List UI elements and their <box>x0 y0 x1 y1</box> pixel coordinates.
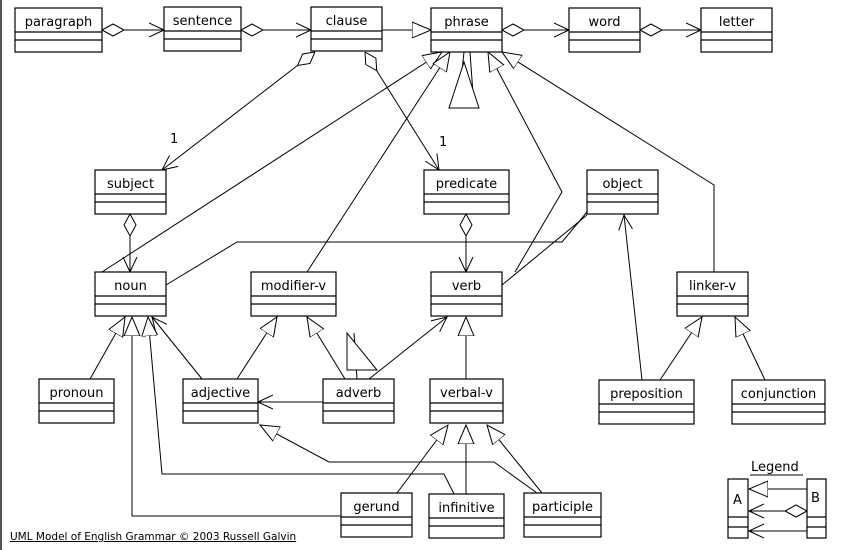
class-box-object[interactable]: object <box>586 169 659 215</box>
class-box-predicate[interactable]: predicate <box>423 169 510 215</box>
multiplicity-subject: 1 <box>170 132 178 147</box>
class-name: pronoun <box>50 386 104 401</box>
class-box-paragraph[interactable]: paragraph <box>14 7 103 53</box>
class-box-adverb[interactable]: adverb <box>322 378 395 424</box>
legend-box-b: B <box>806 478 827 539</box>
class-name: adjective <box>191 386 250 401</box>
class-name: predicate <box>436 177 497 192</box>
class-name: verbal-v <box>440 386 493 401</box>
class-box-linker-v[interactable]: linker-v <box>676 271 749 317</box>
class-box-sentence[interactable]: sentence <box>163 6 242 52</box>
class-name: letter <box>719 15 755 30</box>
class-box-clause[interactable]: clause <box>310 6 383 52</box>
edge-noun-object <box>165 212 587 286</box>
class-name: adverb <box>336 386 382 401</box>
class-name: phrase <box>444 15 489 30</box>
class-name: word <box>589 15 621 30</box>
class-box-pronoun[interactable]: pronoun <box>38 378 115 424</box>
edge-gerund-verbal <box>396 425 448 494</box>
edge-adverb-verb <box>368 317 447 380</box>
class-box-word[interactable]: word <box>568 7 641 53</box>
class-name: clause <box>326 14 368 29</box>
class-name: noun <box>114 279 147 294</box>
edge-noun-phrase <box>101 52 442 273</box>
class-name: paragraph <box>25 15 93 30</box>
edge-verb-object <box>501 214 588 286</box>
class-name: participle <box>532 500 593 515</box>
edge-participle-verbal <box>487 425 543 494</box>
edge-infinitive-noun <box>148 317 455 495</box>
class-box-noun[interactable]: noun <box>94 271 167 317</box>
legend-title: Legend <box>751 460 799 475</box>
edge-gerund-noun <box>132 317 341 517</box>
class-name: sentence <box>173 14 233 29</box>
edge-linker-phrase <box>502 52 715 272</box>
class-box-phrase[interactable]: phrase <box>430 7 503 53</box>
class-box-conjunction[interactable]: conjunction <box>731 379 826 425</box>
multiplicity-predicate: 1 <box>439 135 447 150</box>
edge-adjective-noun <box>152 317 203 380</box>
class-box-participle[interactable]: participle <box>523 492 602 538</box>
edge-conjunction-linker <box>735 317 766 381</box>
edge-participle-adjective <box>260 425 538 494</box>
edge-clause-subject <box>162 52 315 170</box>
class-box-letter[interactable]: letter <box>700 7 773 53</box>
edge-clause-predicate <box>365 52 439 170</box>
class-name: subject <box>107 177 154 192</box>
edge-modifier-phrase <box>306 52 450 273</box>
class-name: conjunction <box>741 387 816 402</box>
class-box-verb[interactable]: verb <box>430 271 503 317</box>
phrase-self-triangle <box>448 60 480 109</box>
class-name: infinitive <box>438 501 494 516</box>
edge-adjective-modifier <box>236 317 277 380</box>
legend-label-a: A <box>733 493 742 508</box>
legend-box-a: A <box>727 478 749 539</box>
class-name: preposition <box>610 387 683 402</box>
class-name: object <box>602 177 642 192</box>
class-box-infinitive[interactable]: infinitive <box>428 493 505 539</box>
class-box-preposition[interactable]: preposition <box>598 379 695 425</box>
class-name: linker-v <box>689 279 736 294</box>
edge-verb-phrase <box>488 52 563 273</box>
class-box-modifier-v[interactable]: modifier-v <box>250 271 337 317</box>
class-box-verbal-v[interactable]: verbal-v <box>429 378 504 424</box>
legend-label-b: B <box>811 491 820 506</box>
class-box-gerund[interactable]: gerund <box>340 492 413 538</box>
class-box-adjective[interactable]: adjective <box>182 378 259 424</box>
adverb-self-triangle <box>346 331 379 371</box>
copyright-footer: UML Model of English Grammar © 2003 Russ… <box>10 531 297 543</box>
edge-pronoun-noun <box>89 317 125 380</box>
class-name: modifier-v <box>261 279 327 294</box>
edge-adverb-modifier <box>307 317 346 380</box>
class-name: verb <box>452 279 481 294</box>
class-name: gerund <box>353 500 399 515</box>
legend: Legend A B <box>727 460 827 539</box>
edge-preposition-linker <box>659 317 702 381</box>
edge-preposition-object <box>624 215 643 381</box>
class-box-subject[interactable]: subject <box>94 169 167 215</box>
